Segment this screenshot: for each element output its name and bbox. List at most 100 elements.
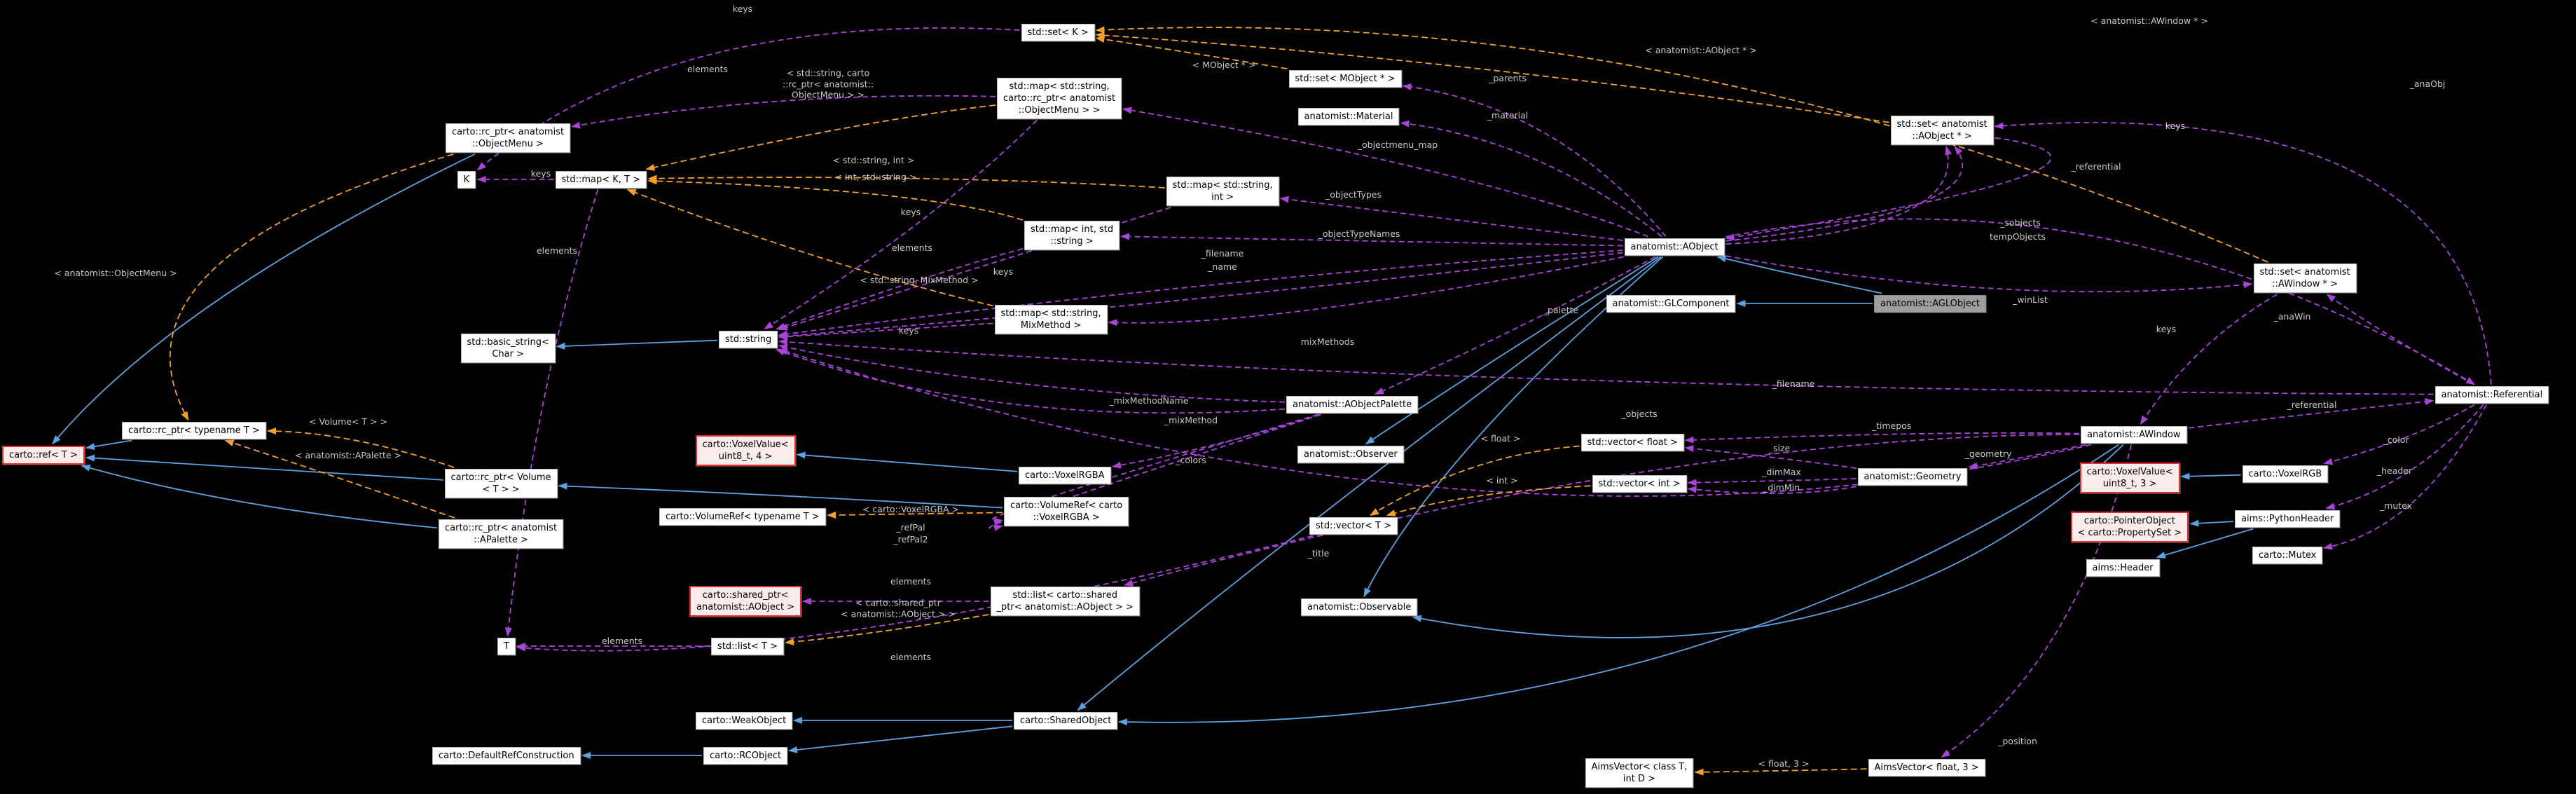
edge-rcptr_typename-ref_t xyxy=(85,439,132,451)
edge-geometry-vector_int xyxy=(1687,477,1857,486)
edge-awindow-list_sharedptr xyxy=(1124,434,2080,587)
node-volumeref_t[interactable]: carto::VolumeRef< typename T > xyxy=(659,507,826,526)
node-sharedobject[interactable]: carto::SharedObject xyxy=(1014,711,1118,730)
edge-aobject-map_string_int xyxy=(1279,196,1623,241)
node-awindow[interactable]: anatomist::AWindow xyxy=(2081,425,2187,444)
edge-map_string_int-map_kt xyxy=(647,174,1165,189)
node-voxelrgb[interactable]: carto::VoxelRGB xyxy=(2242,465,2329,483)
node-mutex[interactable]: carto::Mutex xyxy=(2252,546,2323,564)
node-vector_float[interactable]: std::vector< float > xyxy=(1580,433,1684,451)
edge-geometry-vector_float xyxy=(1684,445,1857,470)
edge-awindow-referential xyxy=(2188,398,2434,429)
edge-awindow-sharedobject xyxy=(1118,444,2119,726)
edge-referential-mutex xyxy=(2323,404,2487,550)
node-map_string_rcptr_objectmenu[interactable]: std::map< std::string, carto::rc_ptr< an… xyxy=(997,77,1122,119)
edge-rcptr_apalette-ref_t xyxy=(81,464,438,529)
edge-aobject-observer xyxy=(1365,256,1659,445)
edge-set_awindow-awindow xyxy=(2140,294,2278,425)
edge-rcptr_volume-rcptr_typename xyxy=(267,427,455,468)
node-set_k[interactable]: std::set< K > xyxy=(1021,23,1095,41)
edge-map_string_rcptr_objectmenu-stdstring xyxy=(764,119,1038,330)
edge-volumeref_rgba-volumeref_t xyxy=(827,511,1003,519)
node-aimsvector_f3[interactable]: AimsVector< float, 3 > xyxy=(1868,758,1985,776)
node-voxelvalue4[interactable]: carto::VoxelValue< uint8_t, 4 > xyxy=(695,435,796,467)
node-voxelrgba[interactable]: carto::VoxelRGBA xyxy=(1019,466,1111,484)
node-observer[interactable]: anatomist::Observer xyxy=(1297,445,1404,463)
node-map_string_mixmethod[interactable]: std::map< std::string, MixMethod > xyxy=(994,305,1108,335)
edge-map_string_rcptr_objectmenu-rcptr_objectmenu xyxy=(571,95,996,129)
node-t[interactable]: T xyxy=(497,637,516,655)
edge-map_int_string-stdstring xyxy=(776,248,1024,330)
node-observable[interactable]: anatomist::Observable xyxy=(1301,598,1418,616)
node-voxelvalue3[interactable]: carto::VoxelValue< uint8_t, 3 > xyxy=(2079,463,2180,494)
edge-set_aobject-set_k xyxy=(1095,32,1889,123)
edge-pythonheader-pointerobject xyxy=(2189,519,2234,527)
edge-aobject-map_int_string xyxy=(1120,233,1623,247)
node-aimsvector_td[interactable]: AimsVector< class T, int D > xyxy=(1585,758,1694,788)
edge-rcptr_volume-ref_t xyxy=(85,454,443,481)
node-set_mobject[interactable]: std::set< MObject * > xyxy=(1288,69,1402,88)
node-weakobject[interactable]: carto::WeakObject xyxy=(696,711,793,730)
node-defaultref[interactable]: carto::DefaultRefConstruction xyxy=(432,746,581,765)
edge-referential-pythonheader xyxy=(2325,404,2484,510)
node-map_string_int[interactable]: std::map< std::string, int > xyxy=(1166,177,1279,207)
node-sharedptr_aobject[interactable]: carto::shared_ptr< anatomist::AObject > xyxy=(689,586,802,617)
edge-aglobject-aobject xyxy=(1716,255,1882,294)
node-vector_t[interactable]: std::vector< T > xyxy=(1309,516,1398,535)
edge-set_awindow-set_k xyxy=(1095,26,2268,263)
node-ref_t[interactable]: carto::ref< T > xyxy=(2,445,85,465)
node-rcobject[interactable]: carto::RCObject xyxy=(703,746,788,765)
edge-awindow-observable xyxy=(1412,444,2124,638)
node-aobject[interactable]: anatomist::AObject xyxy=(1624,238,1725,256)
node-map_int_string[interactable]: std::map< int, std ::string > xyxy=(1024,221,1120,251)
edge-sharedobject-rcobject xyxy=(788,725,1013,753)
edge-referential-set_aobject xyxy=(1994,122,2492,385)
edge-aobject-stdstring xyxy=(778,249,1623,338)
node-referential[interactable]: anatomist::Referential xyxy=(2434,385,2549,404)
node-rcptr_apalette[interactable]: carto::rc_ptr< anatomist ::APalette > xyxy=(439,519,564,549)
node-stdstring[interactable]: std::string xyxy=(719,330,778,348)
node-geometry[interactable]: anatomist::Geometry xyxy=(1857,467,1968,486)
node-k[interactable]: K xyxy=(457,170,476,189)
edge-pythonheader-aimsheader xyxy=(2156,528,2254,559)
node-list_t[interactable]: std::list< T > xyxy=(711,637,784,655)
node-volumeref_rgba[interactable]: carto::VolumeRef< carto ::VoxelRGBA > xyxy=(1004,497,1129,527)
node-material[interactable]: anatomist::Material xyxy=(1297,107,1400,125)
edge-rcptr_objectmenu-ref_t xyxy=(52,153,476,445)
edge-aobject-material xyxy=(1400,120,1662,238)
node-pointerobject[interactable]: carto::PointerObject < carto::PropertySe… xyxy=(2070,512,2189,543)
node-vector_int[interactable]: std::vector< int > xyxy=(1592,474,1687,493)
edge-map_string_mixmethod-map_kt xyxy=(626,189,993,307)
edge-vector_t-t xyxy=(516,535,1314,652)
edge-map_int_string-map_kt xyxy=(647,177,1024,221)
node-pythonheader[interactable]: aims::PythonHeader xyxy=(2235,509,2341,528)
edge-aobject-set_awindow xyxy=(1726,255,2253,293)
node-map_kt[interactable]: std::map< K, T > xyxy=(555,170,647,189)
node-aimsheader[interactable]: aims::Header xyxy=(2086,559,2160,577)
edge-referential-voxelrgb xyxy=(2323,404,2475,465)
edge-aimsvector_f3-aimsvector_td xyxy=(1694,768,1867,776)
edge-map_string_rcptr_objectmenu-map_kt xyxy=(645,104,996,171)
edge-aobject-stdstring xyxy=(778,252,1623,340)
edge-stdstring-basic_string xyxy=(556,339,718,350)
edge-rcptr_objectmenu-rcptr_typename xyxy=(170,153,454,421)
node-glcomponent[interactable]: anatomist::GLComponent xyxy=(1606,294,1736,313)
edge-voxelrgb-voxelvalue3 xyxy=(2180,472,2241,480)
edge-aobject-observable xyxy=(1363,256,1664,598)
edge-geometry-vector_int xyxy=(1687,486,1857,494)
node-aobjectpalette[interactable]: anatomist::AObjectPalette xyxy=(1286,395,1419,413)
node-rcptr_volume[interactable]: carto::rc_ptr< Volume < T > > xyxy=(444,469,558,499)
edge-voxelrgba-voxelvalue4 xyxy=(796,451,1018,472)
node-rcptr_objectmenu[interactable]: carto::rc_ptr< anatomist ::ObjectMenu > xyxy=(446,123,571,153)
node-basic_string[interactable]: std::basic_string< Char > xyxy=(460,334,556,364)
node-list_sharedptr[interactable]: std::list< carto::shared _ptr< anatomist… xyxy=(990,587,1140,617)
edge-rcptr_apalette-rcptr_typename xyxy=(224,439,455,519)
node-set_awindow[interactable]: std::set< anatomist ::AWindow * > xyxy=(2253,263,2357,294)
node-aglobject[interactable]: anatomist::AGLObject xyxy=(1874,294,1986,313)
edge-aobjectpalette-stdstring xyxy=(778,343,1286,403)
edge-volumeref_rgba-rcptr_volume xyxy=(558,482,1003,509)
edge-aobject-map_string_mixmethod xyxy=(1108,256,1624,327)
node-set_aobject[interactable]: std::set< anatomist ::AObject * > xyxy=(1890,116,1994,146)
edge-aobjectpalette-voxelrgba xyxy=(1112,413,1321,469)
node-rcptr_typename[interactable]: carto::rc_ptr< typename T > xyxy=(122,421,266,439)
